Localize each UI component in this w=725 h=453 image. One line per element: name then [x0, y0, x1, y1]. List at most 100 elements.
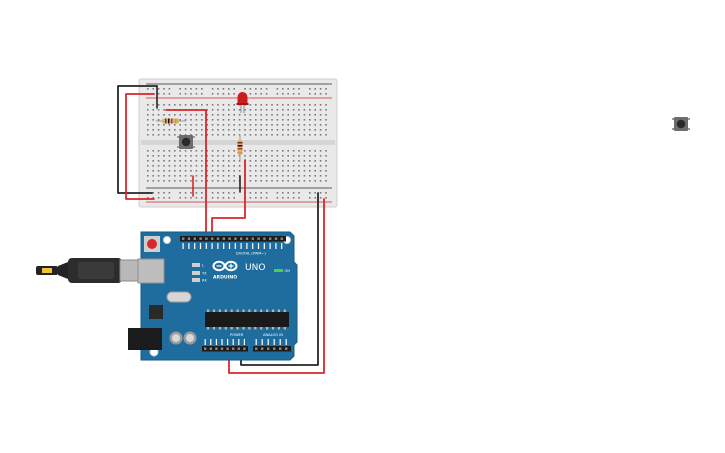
header-pin: [237, 347, 240, 350]
breadboard-hole: [228, 124, 230, 126]
breadboard-hole: [211, 150, 214, 152]
usb-b-cable[interactable]: [36, 258, 143, 283]
breadboard-hole: [157, 155, 160, 157]
breadboard-hole: [174, 175, 176, 177]
breadboard-hole: [271, 155, 273, 157]
breadboard-hole: [298, 150, 300, 152]
breadboard-hole: [314, 114, 316, 116]
breadboard-hole: [325, 114, 327, 116]
breadboard-hole: [303, 175, 306, 177]
red-led[interactable]: [236, 92, 249, 113]
breadboard-hole: [233, 109, 235, 111]
breadboard-hole: [195, 165, 198, 167]
wire-red-led-to-pin[interactable]: [211, 159, 246, 237]
breadboard-hole: [163, 180, 165, 182]
breadboard-hole: [233, 180, 235, 182]
breadboard-hole: [206, 150, 208, 152]
header-pin: [257, 237, 260, 240]
breadboard-hole: [184, 104, 187, 106]
breadboard-hole: [168, 114, 171, 116]
breadboard-hole: [276, 88, 279, 90]
breadboard-hole: [255, 155, 257, 157]
breadboard-hole: [233, 155, 235, 157]
breadboard-hole: [184, 129, 187, 131]
breadboard-hole: [211, 93, 214, 95]
breadboard-hole: [309, 93, 311, 95]
breadboard-hole: [179, 119, 181, 121]
breadboard-hole: [222, 124, 225, 126]
analog-label: ANALOG IN: [263, 333, 283, 337]
breadboard-hole: [190, 165, 192, 167]
header-pin: [215, 347, 218, 350]
breadboard-hole: [228, 180, 230, 182]
chip-pin: [277, 309, 280, 312]
digital-header[interactable]: [180, 236, 286, 242]
breadboard-hole: [201, 175, 203, 177]
breadboard-hole: [147, 165, 149, 167]
breadboard-hole: [265, 192, 268, 194]
pushbutton-breadboard[interactable]: [177, 135, 195, 149]
breadboard-hole: [319, 109, 322, 111]
breadboard-hole: [233, 124, 235, 126]
breadboard-hole: [228, 175, 230, 177]
breadboard-hole: [276, 150, 279, 152]
resistor-2[interactable]: [237, 134, 243, 160]
wire-red-left-loop[interactable]: [125, 93, 155, 200]
breadboard-hole: [163, 129, 165, 131]
arduino-uno-board[interactable]: L TX RX ON ARDUINO UNO DIGITAL (PWM~) P: [128, 231, 298, 361]
power-header[interactable]: [202, 346, 248, 352]
analog-header[interactable]: [253, 346, 291, 352]
breadboard-hole: [222, 160, 225, 162]
breadboard-hole: [265, 170, 268, 172]
breadboard-hole: [217, 124, 219, 126]
breadboard-hole: [233, 134, 235, 136]
breadboard-hole: [298, 88, 300, 90]
breadboard-hole: [168, 150, 171, 152]
breadboard-hole: [244, 150, 246, 152]
breadboard-hole: [325, 180, 327, 182]
breadboard-hole: [233, 175, 235, 177]
breadboard-hole: [238, 165, 241, 167]
breadboard-hole: [276, 180, 279, 182]
pin-label-tick: [261, 339, 263, 345]
breadboard-hole: [168, 165, 171, 167]
breadboard-hole: [201, 88, 203, 90]
led-l: [192, 263, 200, 267]
chip-pin: [260, 327, 263, 330]
breadboard-hole: [298, 114, 300, 116]
breadboard-hole: [206, 104, 208, 106]
header-pin: [216, 237, 220, 240]
breadboard-hole: [325, 129, 327, 131]
breadboard-hole: [190, 180, 192, 182]
breadboard-hole: [168, 180, 171, 182]
reset-button[interactable]: [144, 236, 160, 252]
breadboard-hole: [319, 155, 322, 157]
breadboard-hole: [303, 180, 306, 182]
wire-black-left-loop[interactable]: [117, 85, 158, 194]
breadboard-hole: [303, 129, 306, 131]
breadboard-hole: [309, 104, 311, 106]
breadboard-hole: [298, 124, 300, 126]
led-rx: [192, 278, 200, 282]
wire-red-button-to-pin[interactable]: [165, 109, 207, 237]
breadboard-hole: [211, 192, 214, 194]
breadboard-hole: [271, 114, 273, 116]
breadboard-hole: [244, 119, 246, 121]
breadboard-hole: [260, 175, 262, 177]
wire-red-5v-to-board[interactable]: [228, 198, 325, 374]
breadboard-hole: [255, 192, 257, 194]
breadboard-hole: [314, 150, 316, 152]
pushbutton-loose[interactable]: [672, 117, 690, 131]
resistor-1[interactable]: [156, 118, 186, 124]
breadboard-hole: [174, 124, 176, 126]
breadboard-hole: [249, 180, 252, 182]
breadboard-hole: [211, 197, 214, 199]
chip-pin: [230, 327, 233, 330]
breadboard-hole: [271, 170, 273, 172]
breadboard-hole: [265, 175, 268, 177]
header-pin: [263, 237, 266, 240]
pin-label-tick: [275, 243, 277, 249]
breadboard-hole: [152, 119, 154, 121]
breadboard-hole: [255, 160, 257, 162]
chip-pin: [277, 327, 280, 330]
